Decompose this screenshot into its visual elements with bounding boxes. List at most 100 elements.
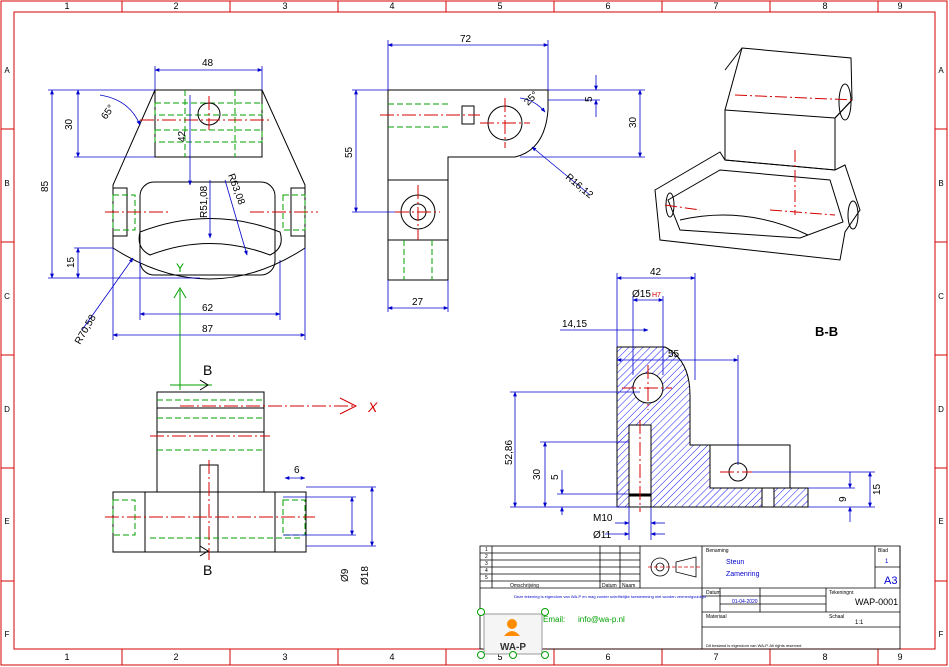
grid-row-label: C [938, 292, 944, 301]
title-notes: Deze tekening is eigendom van WA-P en ma… [514, 594, 706, 599]
section-view: 42 Ø15 H7 14,15 55 52,86 30 5 M10 Ø11 9 … [504, 267, 883, 541]
grid-row-labels-left: A B C D E F [4, 66, 10, 639]
title-footer: Dit bestand is eigendom van WA-P. All ri… [706, 643, 801, 648]
grid-row-labels-right: A B C D E F [938, 66, 944, 639]
grid-col-label: 7 [713, 652, 718, 662]
grid-col-label: 3 [282, 652, 287, 662]
dim-15: 15 [66, 256, 77, 268]
grid-row-label: B [4, 179, 9, 188]
top-view: 6 Ø9 Ø18 B B X [105, 362, 378, 585]
drawing-number: WAP-0001 [855, 597, 898, 607]
grid-col-label: 7 [713, 1, 718, 11]
dim-r63: R63,08 [225, 172, 247, 206]
drawing-date: 01-04-2020 [732, 599, 758, 605]
dim-72: 72 [460, 34, 472, 45]
grid-col-label: 1 [64, 1, 69, 11]
dim-5286: 52,86 [504, 440, 515, 465]
date-label: Datum [706, 590, 721, 596]
grid-col-label: 4 [389, 1, 394, 11]
sheet-label: Blad [878, 548, 888, 554]
drawing-label: Tekeningnr. [829, 590, 855, 596]
axis-x-label: X [367, 399, 378, 415]
revision-rows: 1 2 3 4 5 Omschrijving Datum Naam [485, 547, 635, 589]
dim-1415: 14,15 [562, 319, 587, 330]
grid-col-label: 9 [897, 1, 902, 11]
material-label: Materiaal [706, 614, 727, 620]
email-value: info@wa-p.nl [578, 615, 625, 624]
grid-col-label: 8 [822, 652, 827, 662]
dim-angle-65: 65° [99, 103, 117, 122]
dim-9-section: 9 [838, 496, 849, 502]
side-view: 72 25° 5 30 55 R16,12 27 [344, 34, 645, 312]
grid-row-label: F [5, 630, 10, 639]
dim-87: 87 [202, 324, 214, 335]
rev-row: 4 [485, 568, 488, 574]
dim-30: 30 [64, 118, 75, 130]
grid-col-label: 6 [605, 652, 610, 662]
dim-5: 5 [584, 96, 595, 102]
part-name: Steun [726, 559, 744, 566]
grid-col-label: 6 [605, 1, 610, 11]
grid-col-label: 2 [173, 1, 178, 11]
email-label: Email: [543, 615, 565, 624]
dim-dia18: Ø18 [360, 566, 371, 585]
logo-text: WA-P [500, 642, 526, 653]
grid-col-label: 3 [282, 1, 287, 11]
grid-col-label: 5 [497, 1, 502, 11]
grid-row-label: E [938, 517, 943, 526]
dim-30-section: 30 [532, 468, 543, 480]
sheet-size: A3 [884, 575, 897, 587]
rev-row: 5 [485, 575, 488, 581]
rev-row: 1 [485, 547, 488, 553]
part-subtitle: Zamenring [726, 571, 760, 578]
section-mark-bottom: B [203, 562, 212, 578]
dim-dia9: Ø9 [340, 568, 351, 582]
grid-col-label: 8 [822, 1, 827, 11]
grid-row-label: D [938, 405, 944, 414]
scale-label: Schaal [829, 614, 844, 620]
dim-5-section: 5 [550, 474, 561, 480]
projection-symbol [648, 556, 700, 578]
dim-m10: M10 [593, 513, 613, 524]
grid-row-label: C [4, 292, 10, 301]
drawing-scale: 1:1 [855, 620, 864, 626]
section-mark-top: B [203, 362, 212, 378]
sheet-number: 1 [885, 559, 889, 565]
grid-col-label: 4 [389, 652, 394, 662]
rev-row: 3 [485, 561, 488, 567]
grid-col-label: 9 [897, 652, 902, 662]
dim-27: 27 [412, 297, 424, 308]
dim-48: 48 [202, 58, 214, 69]
grid-row-label: D [4, 405, 10, 414]
section-label: B-B [815, 324, 838, 339]
grid-col-labels-top: 1 2 3 4 5 6 7 8 9 [64, 1, 902, 11]
dim-15-section: 15 [872, 483, 883, 495]
dim-dia11: Ø11 [593, 530, 612, 541]
rev-header-desc: Omschrijving [510, 583, 539, 589]
dim-42-section: 42 [650, 267, 662, 278]
description-header: Benaming [706, 548, 729, 554]
dim-62: 62 [202, 303, 214, 314]
dim-r16: R16,12 [563, 172, 595, 201]
dim-6: 6 [294, 465, 300, 476]
front-view: 48 30 65° 42 85 R51,08 R63,08 15 R70,58 … [40, 58, 318, 390]
grid-col-label: 2 [173, 652, 178, 662]
grid-row-label: B [938, 179, 943, 188]
title-block: 1 2 3 4 5 Omschrijving Datum Naam Benami… [477, 545, 901, 659]
grid-col-label: 1 [64, 652, 69, 662]
grid-row-label: A [4, 66, 10, 75]
grid-row-label: F [939, 630, 944, 639]
axis-y-label: Y [176, 261, 184, 275]
dim-30-side: 30 [628, 116, 639, 128]
rev-header-name: Naam [622, 583, 635, 589]
dim-55: 55 [344, 146, 355, 158]
company-logo[interactable]: WA-P [477, 608, 549, 659]
grid-col-labels-bottom: 1 2 3 4 5 6 7 8 9 [64, 652, 902, 662]
rev-row: 2 [485, 554, 488, 560]
dim-85: 85 [40, 180, 51, 192]
dim-h7: H7 [652, 292, 661, 299]
dim-r51: R51,08 [199, 185, 210, 218]
